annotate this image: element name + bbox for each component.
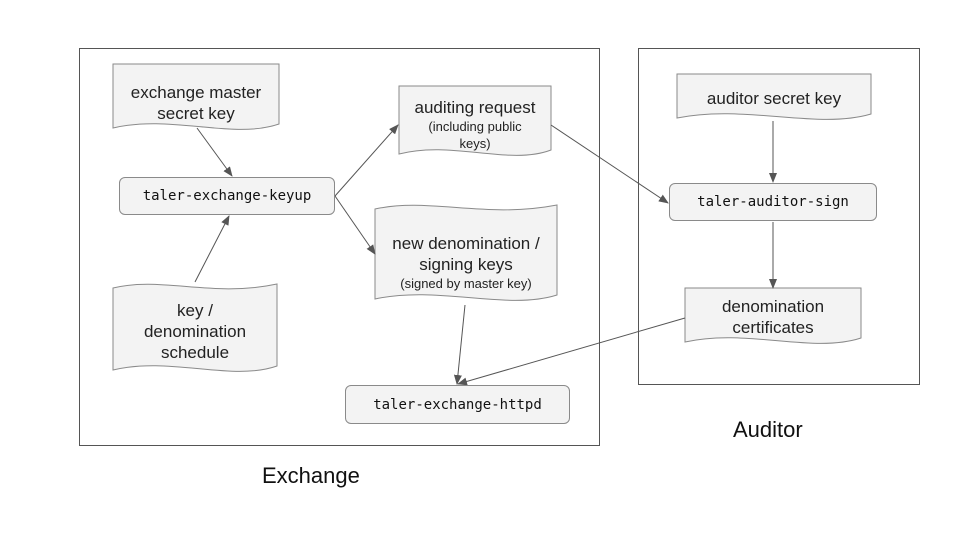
key-schedule-line3: schedule xyxy=(160,342,230,362)
new-denomination-keys-label: new denomination / signing keys (signed … xyxy=(375,224,557,300)
auditor-secret-key-label: auditor secret key xyxy=(677,76,871,120)
auditor-secret-key-line1: auditor secret key xyxy=(706,88,842,108)
exchange-master-key-line2: secret key xyxy=(157,104,235,123)
exchange-master-key-line1: exchange master xyxy=(130,83,262,102)
new-denomination-line2: signing keys xyxy=(419,254,513,274)
taler-auditor-sign-process: taler-auditor-sign xyxy=(669,183,877,221)
denomination-certificates-line1: denomination xyxy=(721,297,825,316)
arrow-auditing-request-to-auditor-sign xyxy=(550,124,669,204)
arrow-new-keys-to-httpd xyxy=(453,304,466,385)
new-denomination-line1: new denomination / xyxy=(392,233,540,253)
key-schedule-doc xyxy=(112,283,278,372)
denomination-certificates-line2: certificates xyxy=(732,318,814,337)
auditing-request-line1: auditing request xyxy=(414,97,536,117)
auditing-request-doc xyxy=(398,85,552,156)
key-schedule-line1: key / xyxy=(177,300,213,320)
taler-exchange-httpd-process: taler-exchange-httpd xyxy=(345,385,570,424)
arrow-master-key-to-keyup xyxy=(196,127,233,177)
exchange-group-frame xyxy=(79,48,600,446)
taler-exchange-keyup-process: taler-exchange-keyup xyxy=(119,177,335,215)
key-denomination-schedule-label: key / denomination schedule xyxy=(113,290,277,372)
exchange-master-secret-key-doc xyxy=(112,63,280,130)
auditing-request-sub2: keys) xyxy=(459,135,491,151)
auditor-secret-key-doc xyxy=(676,73,872,120)
arrow-schedule-to-keyup xyxy=(194,215,230,283)
auditor-group-title: Auditor xyxy=(733,417,803,442)
arrow-keyup-to-new-keys xyxy=(334,195,376,255)
key-schedule-line2: denomination xyxy=(143,321,247,341)
denomination-certificates-doc xyxy=(684,287,862,344)
exchange-master-secret-key-label: exchange master secret key xyxy=(113,70,279,136)
new-denomination-keys-doc xyxy=(374,204,558,301)
denomination-certificates-label: denomination certificates xyxy=(685,292,861,342)
exchange-group-title: Exchange xyxy=(262,463,360,488)
auditor-group-frame xyxy=(638,48,920,385)
new-denomination-sub1: (signed by master key) xyxy=(400,275,532,291)
auditing-request-sub1: (including public xyxy=(428,118,522,134)
arrow-keyup-to-auditing-request xyxy=(334,124,399,197)
arrow-certificates-to-httpd xyxy=(457,317,686,386)
auditing-request-label: auditing request (including public keys) xyxy=(399,90,551,158)
